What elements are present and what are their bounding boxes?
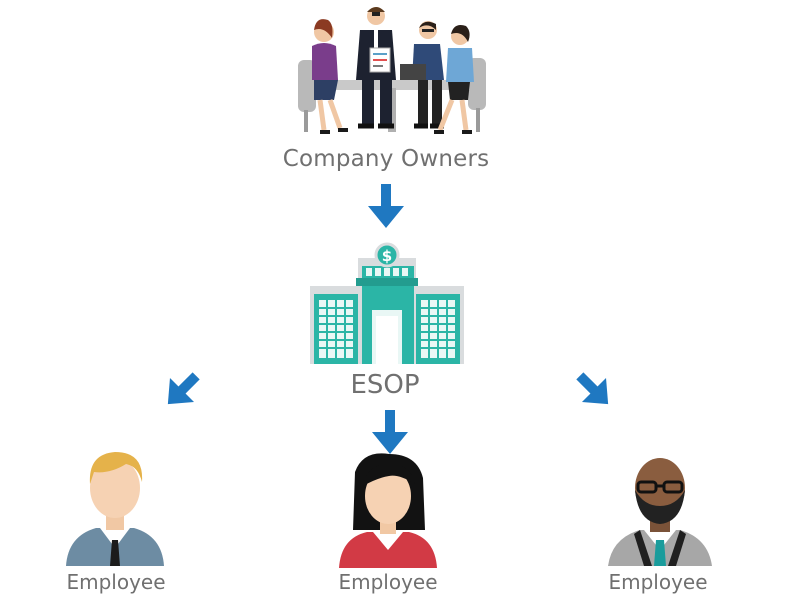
employee-avatar-left <box>66 452 164 566</box>
svg-text:$: $ <box>382 247 392 265</box>
arrow-down-right-icon <box>576 372 609 405</box>
company-owners-illustration <box>298 7 486 134</box>
company-owners-label: Company Owners <box>282 146 490 172</box>
employee-label-right: Employee <box>608 570 708 594</box>
employee-label-left: Employee <box>66 570 166 594</box>
arrow-down-icon <box>368 184 404 228</box>
esop-building-icon: $ <box>310 242 464 364</box>
esop-label: ESOP <box>350 370 420 400</box>
arrow-down-icon <box>372 410 408 454</box>
employee-label-middle: Employee <box>338 570 438 594</box>
employee-avatar-right <box>608 458 712 566</box>
arrow-down-left-icon <box>167 372 200 405</box>
employee-avatar-middle <box>339 453 437 568</box>
